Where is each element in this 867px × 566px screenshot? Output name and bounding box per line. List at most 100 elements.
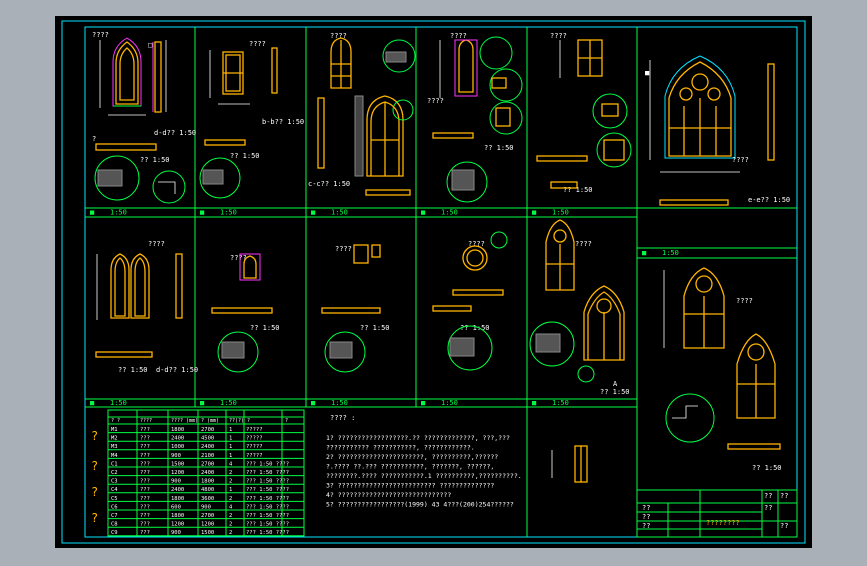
svg-text:d-d?? 1:50: d-d?? 1:50 — [156, 366, 198, 374]
schedule-cell: C1 — [111, 461, 118, 467]
schedule-cell: 2400 — [201, 470, 214, 476]
svg-text:?? 1:50: ?? 1:50 — [230, 152, 260, 160]
schedule-cell: 2100 — [201, 453, 214, 459]
schedule-cell: M3 — [111, 444, 118, 450]
view-small-door — [551, 445, 588, 483]
title-block: ???????? ?? ?? ?? ?? ?? ?? ?? — [636, 489, 798, 538]
schedule-cell: 2400 — [171, 487, 184, 493]
schedule-cell: ??? — [140, 522, 150, 528]
svg-text:?? 1:50: ?? 1:50 — [484, 144, 514, 152]
row-label-strips: ■1:50 ■1:50 ■1:50 ■1:50 ■1:50 ■1:50 ■1:5… — [90, 209, 679, 408]
schedule-cell: 2 — [229, 479, 232, 485]
schedule-cell: 1800 — [201, 479, 214, 485]
schedule-cell: C6 — [111, 504, 118, 510]
row-label: 1:50 — [331, 209, 348, 217]
note-line: ??????????? ???????????, ????????????. — [326, 444, 475, 452]
svg-text:?: ? — [91, 459, 98, 473]
schedule-cell: 2 — [229, 496, 232, 502]
schedule-cell: ??? 1:50 ???? — [246, 479, 289, 485]
svg-text:????: ???? — [550, 32, 567, 40]
schedule-cell: ??? 1:50 ???? — [246, 513, 289, 519]
schedule-cell: 2700 — [201, 427, 214, 433]
schedule-cell: ??? — [140, 479, 150, 485]
schedule-cell: ????? — [246, 427, 263, 433]
svg-text:????: ???? — [575, 240, 592, 248]
schedule-cell: 2400 — [201, 444, 214, 450]
schedule-cell: C5 — [111, 496, 118, 502]
frame-grid — [85, 27, 797, 537]
svg-text:??: ?? — [642, 522, 650, 530]
schedule-cell: C9 — [111, 530, 118, 536]
schedule-header-cell: ? — [285, 418, 288, 424]
schedule-cell: 1500 — [171, 461, 184, 467]
schedule-cell: ??? 1:50 ???? — [246, 530, 289, 536]
schedule-cell: C8 — [111, 522, 118, 528]
schedule-cell: ????? — [246, 453, 263, 459]
schedule-cell: 1500 — [201, 530, 214, 536]
row-label: 1:50 — [220, 209, 237, 217]
svg-text:■: ■ — [200, 399, 205, 407]
schedule-cell: ??? — [140, 487, 150, 493]
schedule-cell: 1200 — [171, 522, 184, 528]
row-label: 1:50 — [220, 399, 237, 407]
row-label: 1:50 — [441, 209, 458, 217]
row-label: 1:50 — [110, 209, 127, 217]
svg-text:????: ???? — [92, 31, 109, 39]
view-small-square: ???? ?? 1:50 — [321, 244, 390, 373]
schedule-cell: ??? — [140, 461, 150, 467]
svg-text:■: ■ — [421, 399, 426, 407]
svg-text:?? 1:50: ?? 1:50 — [563, 186, 593, 194]
svg-text:??: ?? — [780, 492, 788, 500]
schedule-cell: ??? 1:50 ???? — [246, 487, 289, 493]
schedule-cell: 4500 — [201, 436, 214, 442]
svg-text:■: ■ — [311, 399, 316, 407]
note-line: 5? ?????????????????(1999) 43 4???(200)2… — [326, 501, 514, 509]
svg-text:??: ?? — [642, 513, 650, 521]
view-lancet-window: ???? □ d-d?? 1:50 ? ?? 1:50 — [92, 31, 196, 204]
svg-text:■: ■ — [642, 249, 647, 257]
notes-title: ???? : — [330, 414, 355, 422]
schedule-cell: ??? — [140, 470, 150, 476]
schedule-cell: 2 — [229, 530, 232, 536]
svg-text:■: ■ — [90, 399, 95, 407]
row-label: 1:50 — [552, 209, 569, 217]
schedule-cell: 900 — [201, 504, 211, 510]
note-line: ?.???? ??.??? ???????????, ???????, ????… — [326, 463, 494, 471]
schedule-cell: 2400 — [171, 436, 184, 442]
svg-text:c-c?? 1:50: c-c?? 1:50 — [308, 180, 350, 188]
schedule-cell: ??? — [140, 513, 150, 519]
svg-text:????: ???? — [335, 245, 352, 253]
svg-text:??: ?? — [764, 492, 772, 500]
schedule-cell: ??? — [140, 427, 150, 433]
schedule-cell: 2700 — [201, 461, 214, 467]
row-label: 1:50 — [110, 399, 127, 407]
schedule-cell: 1200 — [171, 470, 184, 476]
drawing-name: ???????? — [706, 519, 740, 527]
view-column-window: ???? ???? ?? 1:50 — [427, 32, 523, 203]
row-label: 1:50 — [331, 399, 348, 407]
schedule-cell: 3600 — [201, 496, 214, 502]
svg-text:■: ■ — [645, 69, 650, 77]
schedule-header-cell: ??(?) — [229, 418, 244, 424]
schedule-cell: ??? 1:50 ???? — [246, 470, 289, 476]
note-line: 1? ??????????????????.?? ?????????????, … — [326, 434, 510, 442]
svg-text:■: ■ — [532, 209, 537, 217]
schedule-cell: C2 — [111, 470, 118, 476]
svg-text:????: ???? — [732, 156, 749, 164]
svg-text:?? 1:50: ?? 1:50 — [140, 156, 170, 164]
schedule-cell: ??? — [140, 436, 150, 442]
schedule-cell: ??? 1:50 ???? — [246, 504, 289, 510]
schedule-cell: 1800 — [171, 427, 184, 433]
schedule-cell: ??? — [140, 504, 150, 510]
row-label: 1:50 — [662, 249, 679, 257]
schedule-cell: 2700 — [201, 513, 214, 519]
schedule-cell: C3 — [111, 479, 118, 485]
svg-text:?? 1:50: ?? 1:50 — [250, 324, 280, 332]
view-tracery-window: ■ ???? e-e?? 1:50 — [645, 55, 790, 206]
schedule-cell: 2 — [229, 513, 232, 519]
svg-text:????: ???? — [148, 240, 165, 248]
schedule-cell: ??? — [140, 444, 150, 450]
svg-text:?? 1:50: ?? 1:50 — [360, 324, 390, 332]
schedule-header-cell: ? — [247, 418, 250, 424]
